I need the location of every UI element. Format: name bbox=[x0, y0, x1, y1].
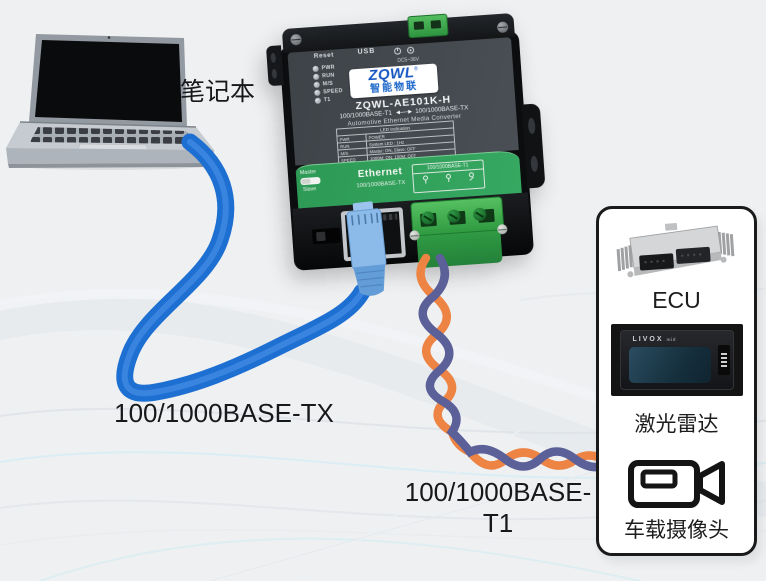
usb-label: USB bbox=[357, 47, 376, 56]
laptop bbox=[6, 34, 214, 170]
dip-switch bbox=[311, 227, 341, 245]
pin-icon bbox=[445, 173, 451, 182]
camera-icon bbox=[627, 460, 725, 508]
t1-port-label-box: 100/1000BASE-T1 bbox=[411, 159, 486, 194]
t1-terminal-block bbox=[409, 196, 508, 270]
led-dot bbox=[313, 73, 320, 81]
device-green-band: Master Slave Ethernet 100/1000BASE-TX 10… bbox=[295, 149, 522, 210]
led-dot bbox=[312, 65, 319, 73]
media-converter-device: Reset USB DC5~36V PWR RUN M/S SPEED T1 Z… bbox=[265, 7, 557, 277]
ecu-image bbox=[616, 223, 734, 278]
power-icon bbox=[394, 47, 402, 55]
webcam-icon bbox=[107, 36, 111, 39]
power-polarity-icons bbox=[393, 46, 415, 55]
lidar-connector bbox=[717, 345, 730, 375]
t1-pin-icons bbox=[413, 169, 484, 185]
led-dot bbox=[313, 81, 320, 89]
laptop-screen bbox=[35, 40, 182, 122]
led-dot bbox=[314, 89, 321, 97]
slave-label: Slave bbox=[302, 186, 317, 194]
camera-label: 车载摄像头 bbox=[624, 519, 729, 542]
master-slave-switch bbox=[300, 176, 321, 186]
device-label-sticker: Reset USB DC5~36V PWR RUN M/S SPEED T1 Z… bbox=[287, 37, 519, 172]
master-label: Master bbox=[299, 169, 317, 177]
ecu-label: ECU bbox=[652, 287, 701, 313]
brand-logo: ZQWL® 智能物联 bbox=[348, 63, 439, 99]
power-terminal bbox=[407, 13, 449, 39]
screw-icon bbox=[496, 223, 508, 235]
mounting-ear-left bbox=[265, 45, 284, 87]
rj45-port bbox=[340, 207, 406, 262]
power-icon bbox=[407, 46, 415, 54]
lidar-window bbox=[628, 347, 711, 383]
tx-cable-label: 100/1000BASE-TX bbox=[114, 398, 334, 428]
pin-icon bbox=[469, 172, 475, 181]
reset-label: Reset bbox=[313, 51, 335, 60]
laptop-label: 笔记本 bbox=[180, 78, 256, 106]
pin-icon bbox=[422, 175, 428, 184]
t1-cable-label: 100/1000BASE-T1 bbox=[404, 477, 592, 538]
lidar-label: 激光雷达 bbox=[634, 413, 719, 436]
led-indicators: PWR RUN M/S SPEED T1 bbox=[312, 63, 343, 105]
